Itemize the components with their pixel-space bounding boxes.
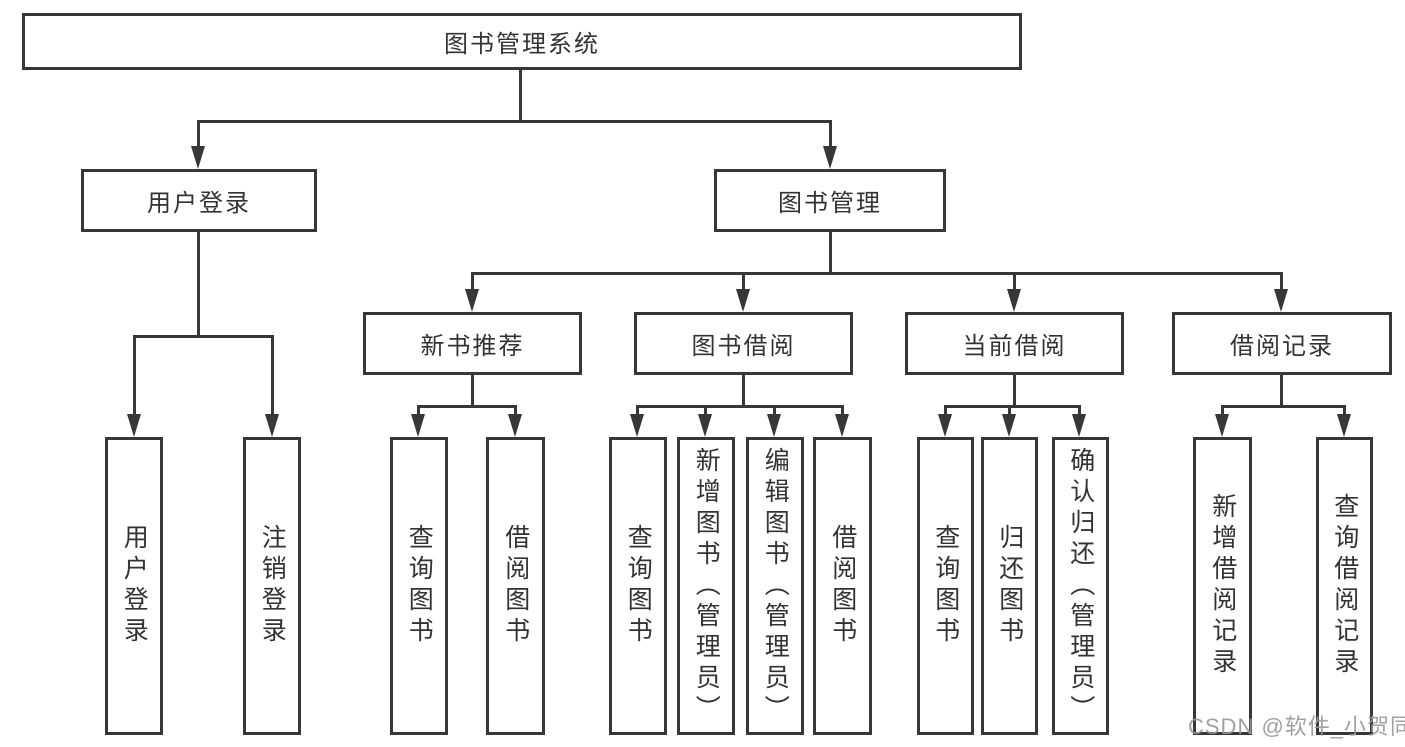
arrow-newbook-icon (465, 289, 479, 312)
connector-leaf-drop (1078, 405, 1081, 417)
arrow-records-icon (1274, 289, 1288, 312)
arrow-leaf-icon (938, 414, 952, 437)
connector-newbook-drop (471, 272, 474, 292)
connector-records-branch (1221, 405, 1345, 408)
arrow-leaf-icon (1002, 414, 1016, 437)
connector-records-stem (1280, 375, 1283, 408)
arrow-leaf-icon (508, 414, 522, 437)
connector-currentborrow-stem (1013, 375, 1016, 408)
leaf-borrow-book-newbook: 借阅图书 (486, 437, 545, 735)
connector-leaf-logout-drop (271, 335, 274, 417)
connector-leaf-drop (1008, 405, 1011, 417)
arrow-user-login-icon (191, 146, 205, 169)
connector-user-login-drop (197, 120, 200, 150)
connector-level2-branch (471, 272, 1283, 275)
arrow-book-mgmt-icon (823, 146, 837, 169)
connector-book-mgmt-stem (829, 232, 832, 275)
leaf-confirm-return-admin: 确认归还（管理员） (1052, 437, 1109, 735)
arrow-bookborrow-icon (736, 289, 750, 312)
node-current-borrow: 当前借阅 (905, 312, 1124, 375)
arrow-leaf-icon (1337, 414, 1351, 437)
leaf-edit-book-admin: 编辑图书（管理员） (746, 437, 804, 735)
connector-bookborrow-drop (742, 272, 745, 292)
connector-userlogin-branch (133, 335, 274, 338)
connector-level1-branch (198, 120, 832, 123)
connector-currentborrow-branch (944, 405, 1081, 408)
connector-newbook-stem (471, 375, 474, 408)
leaf-borrow-book: 借阅图书 (813, 437, 872, 735)
connector-leaf-drop (514, 405, 517, 417)
leaf-add-book-admin: 新增图书（管理员） (677, 437, 735, 735)
connector-leaf-drop (773, 405, 776, 417)
arrow-leaf-icon (630, 414, 644, 437)
leaf-logout: 注销登录 (243, 437, 301, 735)
connector-leaf-drop (944, 405, 947, 417)
connector-newbook-branch (417, 405, 517, 408)
node-book-borrow: 图书借阅 (634, 312, 853, 375)
arrow-leaf-icon (698, 414, 712, 437)
node-user-login: 用户登录 (81, 169, 317, 232)
node-book-management: 图书管理 (714, 169, 946, 232)
connector-bookborrow-stem (742, 375, 745, 408)
connector-bookborrow-branch (636, 405, 844, 408)
leaf-user-login: 用户登录 (105, 437, 163, 735)
connector-leaf-drop (704, 405, 707, 417)
leaf-query-borrow-record: 查询借阅记录 (1316, 437, 1373, 735)
leaf-add-borrow-record: 新增借阅记录 (1193, 437, 1252, 735)
connector-leaf-drop (1343, 405, 1346, 417)
leaf-query-book-newbook: 查询图书 (390, 437, 448, 735)
connector-book-mgmt-drop (829, 120, 832, 150)
arrow-leaf-icon (835, 414, 849, 437)
node-library-system-root: 图书管理系统 (22, 13, 1022, 70)
node-borrow-records: 借阅记录 (1172, 312, 1392, 375)
leaf-query-book-current: 查询图书 (917, 437, 974, 735)
connector-leaf-userlogin-drop (133, 335, 136, 417)
connector-root-stem (519, 70, 522, 122)
connector-records-drop (1280, 272, 1283, 292)
csdn-watermark: CSDN @软件_小贺同学 (1188, 714, 1405, 739)
arrow-leaf-icon (411, 414, 425, 437)
connector-leaf-drop (1221, 405, 1224, 417)
arrow-leaf-icon (1072, 414, 1086, 437)
arrow-leaf-logout-icon (265, 414, 279, 437)
connector-leaf-drop (841, 405, 844, 417)
leaf-return-book: 归还图书 (981, 437, 1038, 735)
arrow-leaf-icon (1215, 414, 1229, 437)
connector-currentborrow-drop (1013, 272, 1016, 292)
arrow-leaf-userlogin-icon (127, 414, 141, 437)
connector-userlogin-stem (197, 232, 200, 338)
connector-leaf-drop (636, 405, 639, 417)
arrow-currentborrow-icon (1007, 289, 1021, 312)
node-new-book-recommend: 新书推荐 (363, 312, 582, 375)
connector-leaf-drop (417, 405, 420, 417)
arrow-leaf-icon (767, 414, 781, 437)
leaf-query-book-borrow: 查询图书 (609, 437, 667, 735)
